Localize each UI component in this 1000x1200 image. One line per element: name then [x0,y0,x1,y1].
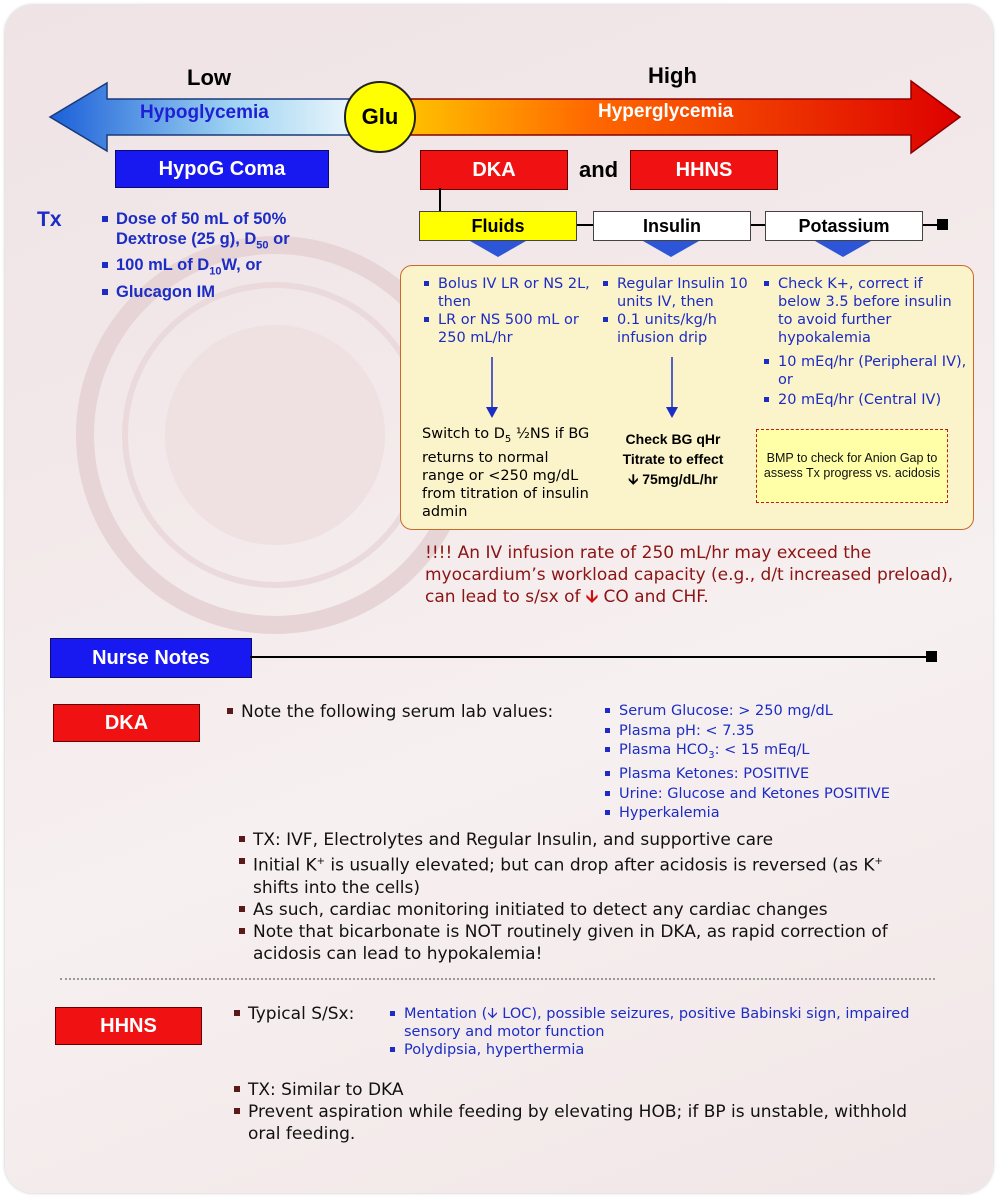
high-label: High [648,63,697,88]
dotted-divider [60,978,935,980]
list-item: Glucagon IM [100,282,360,302]
arrow-down-icon: 🡫 [628,471,639,487]
list-item: As such, cardiac monitoring initiated to… [237,899,927,921]
nurse-notes-header: Nurse Notes [50,638,252,678]
list-item: Urine: Glucose and Ketones POSITIVE [603,785,943,805]
list-item: Plasma HCO3: < 15 mEq/L [603,741,943,765]
and-label: and [579,157,619,182]
arrow-down-icon [666,357,678,418]
dka-box: DKA [420,150,568,190]
list-item: Plasma Ketones: POSITIVE [603,765,943,785]
list-item: Note that bicarbonate is NOT routinely g… [237,921,927,965]
dka-lab-values: Serum Glucose: > 250 mg/dL Plasma pH: < … [603,702,943,824]
chevron-down-icon [815,241,871,257]
list-item: Typical S/Sx: [232,1003,392,1025]
list-item: LR or NS 500 mL or 250 mL/hr [422,311,592,347]
list-item: Initial K+ is usually elevated; but can … [237,851,927,899]
connector [439,188,441,212]
insulin-box: Insulin [593,211,751,241]
list-item: 10 mEq/hr (Peripheral IV), or [762,353,967,389]
hhns-points: TX: Similar to DKA Prevent aspiration wh… [232,1079,922,1145]
arrow-down-icon: 🡫 [487,1006,498,1022]
list-item: Polydipsia, hyperthermia [388,1041,928,1059]
chevron-down-icon [643,241,699,257]
fluids-box: Fluids [419,211,577,241]
list-item: TX: Similar to DKA [232,1079,922,1101]
insulin-list: Regular Insulin 10 units IV, then 0.1 un… [601,275,761,347]
list-item: Bolus IV LR or NS 2L, then [422,275,592,311]
arrow-down-icon: 🡫 [585,587,599,607]
list-item: 100 mL of D10W, or [100,255,360,281]
arrow-down-icon [486,357,498,418]
list-item: Plasma pH: < 7.35 [603,722,943,742]
dka-points: TX: IVF, Electrolytes and Regular Insuli… [237,829,927,965]
connector-end [937,219,948,230]
dka-notes-label: DKA [53,704,200,742]
divider [250,656,930,658]
low-label: Low [187,65,231,90]
hhns-intro: Typical S/Sx: [232,1003,392,1025]
potassium-list: Check K+, correct if below 3.5 before in… [762,275,967,409]
connector [577,224,595,226]
hypog-coma-box: HypoG Coma [115,150,329,188]
hhns-notes-label: HHNS [55,1007,202,1045]
list-item: 20 mEq/hr (Central IV) [762,391,967,409]
list-item: 0.1 units/kg/h infusion drip [601,311,761,347]
list-item: TX: IVF, Electrolytes and Regular Insuli… [237,829,927,851]
list-item: Regular Insulin 10 units IV, then [601,275,761,311]
list-item: Serum Glucose: > 250 mg/dL [603,702,943,722]
glu-circle: Glu [344,81,416,153]
chevron-down-icon [470,241,526,257]
fluids-list: Bolus IV LR or NS 2L, then LR or NS 500 … [422,275,592,347]
list-item: Note the following serum lab values: [225,701,585,723]
hypoglycemia-label: Hypoglycemia [140,102,269,123]
connector [921,224,939,226]
hyperglycemia-label: Hyperglycemia [598,101,734,122]
hypo-tx-list: Dose of 50 mL of 50% Dextrose (25 g), D5… [100,209,360,302]
list-item: Hyperkalemia [603,804,943,824]
potassium-box: Potassium [765,211,923,241]
infographic-card: Low High Hypoglycemia Hyperglycemia Glu … [5,5,993,1193]
dka-intro: Note the following serum lab values: [225,701,585,723]
list-item: Dose of 50 mL of 50% Dextrose (25 g), D5… [100,209,360,255]
infusion-warning: !!!! An IV infusion rate of 250 mL/hr ma… [425,543,954,607]
tx-label: Tx [37,208,62,231]
connector [748,224,766,226]
insulin-result: Check BG qHr Titrate to effect 🡫 75mg/dL… [622,431,724,487]
list-item: Prevent aspiration while feeding by elev… [232,1101,922,1145]
list-item: Check K+, correct if below 3.5 before in… [762,275,967,347]
bmp-note: BMP to check for Anion Gap to assess Tx … [756,429,948,503]
fluids-result: Switch to D5 ½NS if BG returns to normal… [422,426,590,520]
hhns-box: HHNS [630,150,778,190]
list-item: Mentation (🡫 LOC), possible seizures, po… [388,1005,928,1041]
hhns-symptoms: Mentation (🡫 LOC), possible seizures, po… [388,1005,928,1059]
divider-end [926,651,937,662]
